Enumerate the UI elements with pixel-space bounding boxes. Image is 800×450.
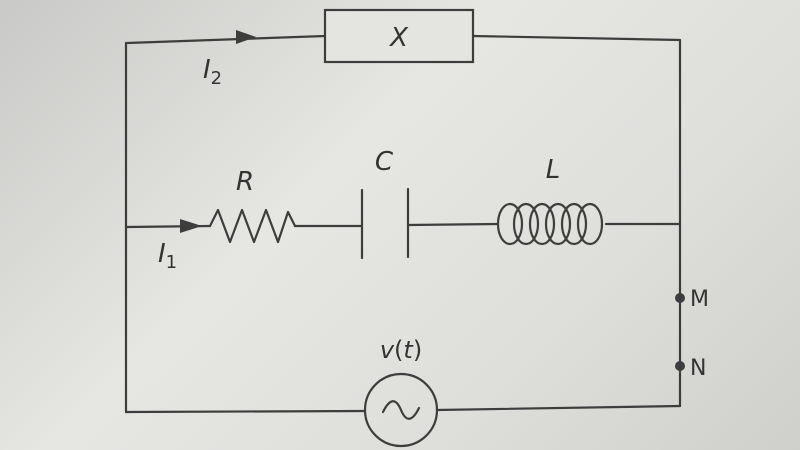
current-arrow-top-icon	[236, 30, 256, 44]
wire-c-to-l	[406, 222, 500, 227]
current-arrow-mid-icon	[180, 219, 202, 233]
source-label: v(t)	[380, 336, 422, 364]
element-x-label: X	[388, 23, 409, 53]
wire-bottom-left	[124, 409, 367, 414]
resistor-label: R	[236, 167, 254, 197]
node-n-dot	[675, 361, 685, 371]
node-m-label: M	[690, 287, 709, 312]
current-label-mid: I1	[158, 239, 177, 273]
ac-source-icon	[363, 372, 439, 448]
node-n-label: N	[690, 356, 706, 381]
wire-top-left	[124, 34, 327, 414]
wire-top-right	[471, 34, 682, 408]
inductor-label: L	[546, 155, 561, 185]
node-m-dot	[675, 293, 685, 303]
element-x-box	[323, 8, 475, 64]
wire-bottom-right	[435, 404, 682, 412]
capacitor-icon	[360, 187, 410, 260]
inductor-icon	[496, 202, 604, 246]
capacitor-label: C	[375, 147, 394, 177]
current-label-top: I2	[203, 55, 222, 89]
resistor-icon	[208, 208, 297, 244]
